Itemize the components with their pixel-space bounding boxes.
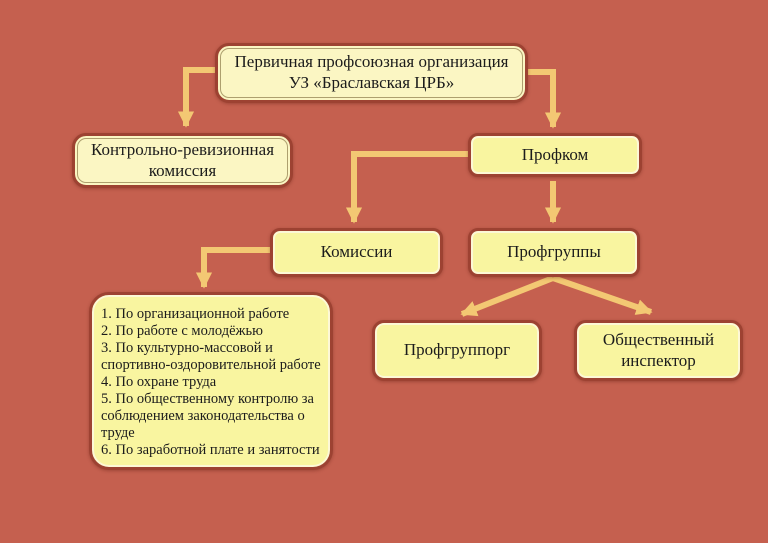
node-profgrupporg-label: Профгруппорг (403, 340, 511, 360)
node-root-organization: Первичная профсоюзная организация УЗ «Бр… (215, 43, 528, 103)
node-root-organization-label: Первичная профсоюзная организация УЗ «Бр… (234, 52, 509, 92)
node-profgruppy-label: Профгруппы (507, 242, 601, 262)
connector-root-to-profkom (528, 69, 562, 129)
node-public-inspector-label: Общественный инспектор (602, 329, 715, 370)
node-profkom: Профком (468, 133, 642, 177)
connector-profkom-to-komissii (345, 151, 468, 224)
node-profkom-label: Профком (521, 144, 589, 164)
node-komissii-label: Комиссии (320, 242, 393, 262)
node-komissii: Комиссии (270, 228, 443, 277)
node-control-commission-label: Контрольно-ревизионная комиссия (90, 139, 275, 180)
node-profgrupporg: Профгруппорг (372, 320, 542, 381)
committee-item: 3. По культурно-массовой и спортивно-озд… (101, 339, 321, 373)
connector-root-to-control-commission (177, 67, 215, 128)
node-control-commission: Контрольно-ревизионная комиссия (72, 133, 293, 188)
connector-komissii-to-list (195, 247, 270, 289)
connector-profgruppy-to-inspector (552, 275, 653, 315)
committee-item: 4. По охране труда (101, 373, 217, 390)
committee-item: 5. По общественному контролю за соблюден… (101, 390, 314, 441)
node-committees-list: 1. По организационной работе 2. По работ… (89, 292, 333, 470)
connector-profgruppy-to-profgrupporg (460, 275, 555, 317)
node-public-inspector: Общественный инспектор (574, 320, 743, 381)
committee-item: 2. По работе с молодёжью (101, 322, 264, 339)
node-profgruppy: Профгруппы (468, 228, 640, 277)
committee-item: 1. По организационной работе (101, 306, 290, 322)
committee-item: 6. По заработной плате и занятости (101, 441, 320, 458)
